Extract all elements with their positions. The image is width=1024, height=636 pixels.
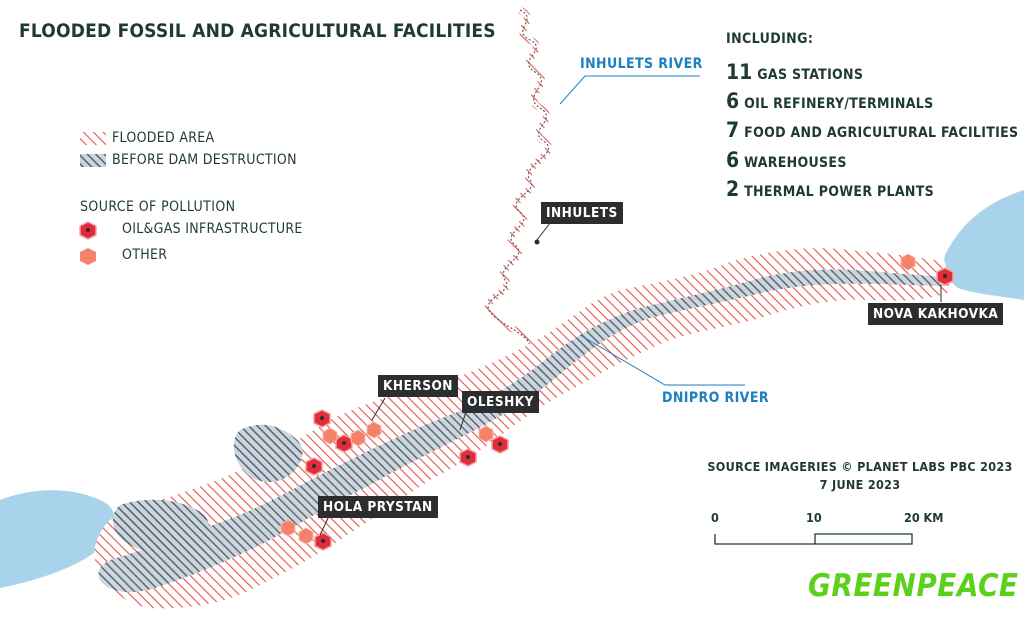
legend-flooded-label: FLOODED AREA	[112, 130, 215, 146]
source-credit: SOURCE IMAGERIES © PLANET LABS PBC 2023 …	[700, 458, 1020, 494]
city-label-oleshky: OLESHKY	[462, 391, 539, 413]
stat-row: 11 GAS STATIONS	[726, 60, 863, 84]
legend-other-label: OTHER	[122, 247, 168, 263]
legend-oil-gas: OIL&GAS INFRASTRUCTURE	[122, 221, 303, 237]
sea-water	[0, 490, 115, 588]
river-leaders	[559, 75, 745, 386]
delta-islands	[233, 424, 303, 483]
stat-row: 6 WAREHOUSES	[726, 148, 847, 172]
dnipro-channel	[98, 269, 949, 593]
stat-count: 11	[726, 60, 753, 84]
city-label-nova-kakhovka: NOVA KAKHOVKA	[868, 303, 1004, 325]
river-label-dnipro: DNIPRO RIVER	[662, 390, 769, 406]
other-markers	[280, 253, 916, 545]
stat-count: 6	[726, 148, 740, 172]
stat-row: 7 FOOD AND AGRICULTURAL FACILITIES	[726, 118, 1018, 142]
legend-oil-gas-label: OIL&GAS INFRASTRUCTURE	[122, 221, 303, 237]
stat-label: WAREHOUSES	[744, 155, 847, 171]
flooded-area	[94, 248, 950, 609]
source-line-1: SOURCE IMAGERIES © PLANET LABS PBC 2023	[707, 459, 1013, 474]
stat-row: 2 THERMAL POWER PLANTS	[726, 177, 934, 201]
before-swatch	[80, 154, 106, 167]
legend-before: BEFORE DAM DESTRUCTION	[112, 152, 297, 168]
city-label-hola-prystan: HOLA PRYSTAN	[318, 496, 438, 518]
stat-label: GAS STATIONS	[757, 67, 864, 83]
legend-flooded: FLOODED AREA	[112, 130, 214, 146]
scale-label-10: 10	[806, 510, 822, 525]
scale-label-20: 20 KM	[904, 510, 944, 525]
stat-count: 2	[726, 177, 740, 201]
page-title: FLOODED FOSSIL AND AGRICULTURAL FACILITI…	[19, 20, 496, 42]
greenpeace-logo: GREENPEACE	[808, 568, 1019, 604]
legend-pollution-heading: SOURCE OF POLLUTION	[80, 199, 236, 215]
stat-label: FOOD AND AGRICULTURAL FACILITIES	[744, 125, 1019, 141]
stat-label: THERMAL POWER PLANTS	[744, 184, 935, 200]
reservoir-water	[944, 190, 1024, 300]
oil-gas-markers	[305, 267, 954, 551]
stat-count: 6	[726, 89, 740, 113]
legend-before-label: BEFORE DAM DESTRUCTION	[112, 152, 297, 168]
legend-other: OTHER	[122, 247, 167, 263]
source-line-2: 7 JUNE 2023	[819, 477, 901, 492]
river-label-inhulets: INHULETS RIVER	[580, 56, 703, 72]
city-label-inhulets: INHULETS	[541, 202, 623, 224]
stats-heading: INCLUDING:	[726, 31, 814, 47]
stat-row: 6 OIL REFINERY/TERMINALS	[726, 89, 933, 113]
city-label-kherson: KHERSON	[378, 375, 458, 397]
stat-label: OIL REFINERY/TERMINALS	[744, 96, 934, 112]
stat-count: 7	[726, 118, 740, 142]
inhulets-river	[484, 6, 552, 366]
scale-bar	[714, 533, 913, 545]
flooded-swatch	[80, 132, 106, 145]
other-swatch	[80, 248, 96, 265]
scale-label-0: 0	[711, 510, 719, 525]
